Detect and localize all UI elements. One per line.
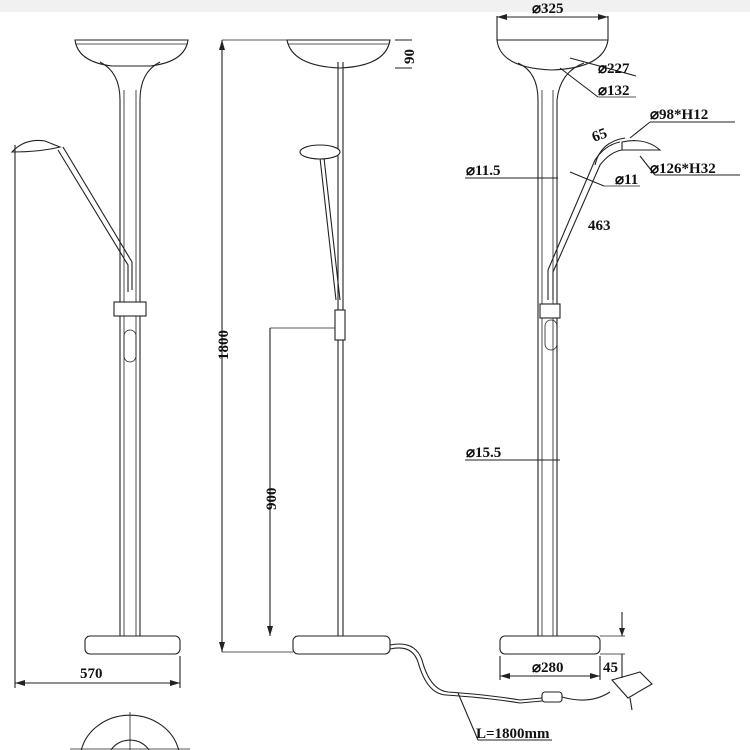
stem-upper-label: ⌀11.5	[466, 163, 500, 179]
head-bottom-label: ⌀126*H32	[650, 161, 716, 177]
base-diameter-label: ⌀280	[532, 660, 564, 676]
base-height-label: 45	[603, 660, 618, 676]
stem-lower-label: ⌀15.5	[466, 445, 501, 461]
bowl-diameter-label: ⌀325	[532, 1, 564, 17]
bowl-inner-label: ⌀227	[598, 61, 630, 77]
width-label: 570	[80, 666, 103, 682]
flex-length-label: 65	[590, 126, 610, 146]
bowl-height-label: 90	[402, 49, 418, 64]
total-height-label: 1800	[216, 330, 232, 360]
power-cable: L=1800mm	[389, 643, 653, 742]
base-top-view	[70, 712, 190, 750]
cable-length-label: L=1800mm	[476, 726, 550, 742]
top-bar	[0, 0, 750, 12]
arm-diameter-label: ⌀11	[615, 172, 638, 188]
lamp-dimensioned-view-right: ⌀325 ⌀227 ⌀132 ⌀98*H12 ⌀126*H32 65 ⌀11 ⌀…	[465, 1, 740, 680]
arm-length-label: 463	[588, 218, 611, 234]
head-top-label: ⌀98*H12	[650, 107, 708, 123]
lamp-front-view-middle: 1800 900 90	[216, 39, 418, 655]
bowl-neck-label: ⌀132	[598, 83, 630, 99]
lamp-side-view-left: 570	[10, 39, 189, 688]
switch-height-label: 900	[264, 488, 280, 511]
